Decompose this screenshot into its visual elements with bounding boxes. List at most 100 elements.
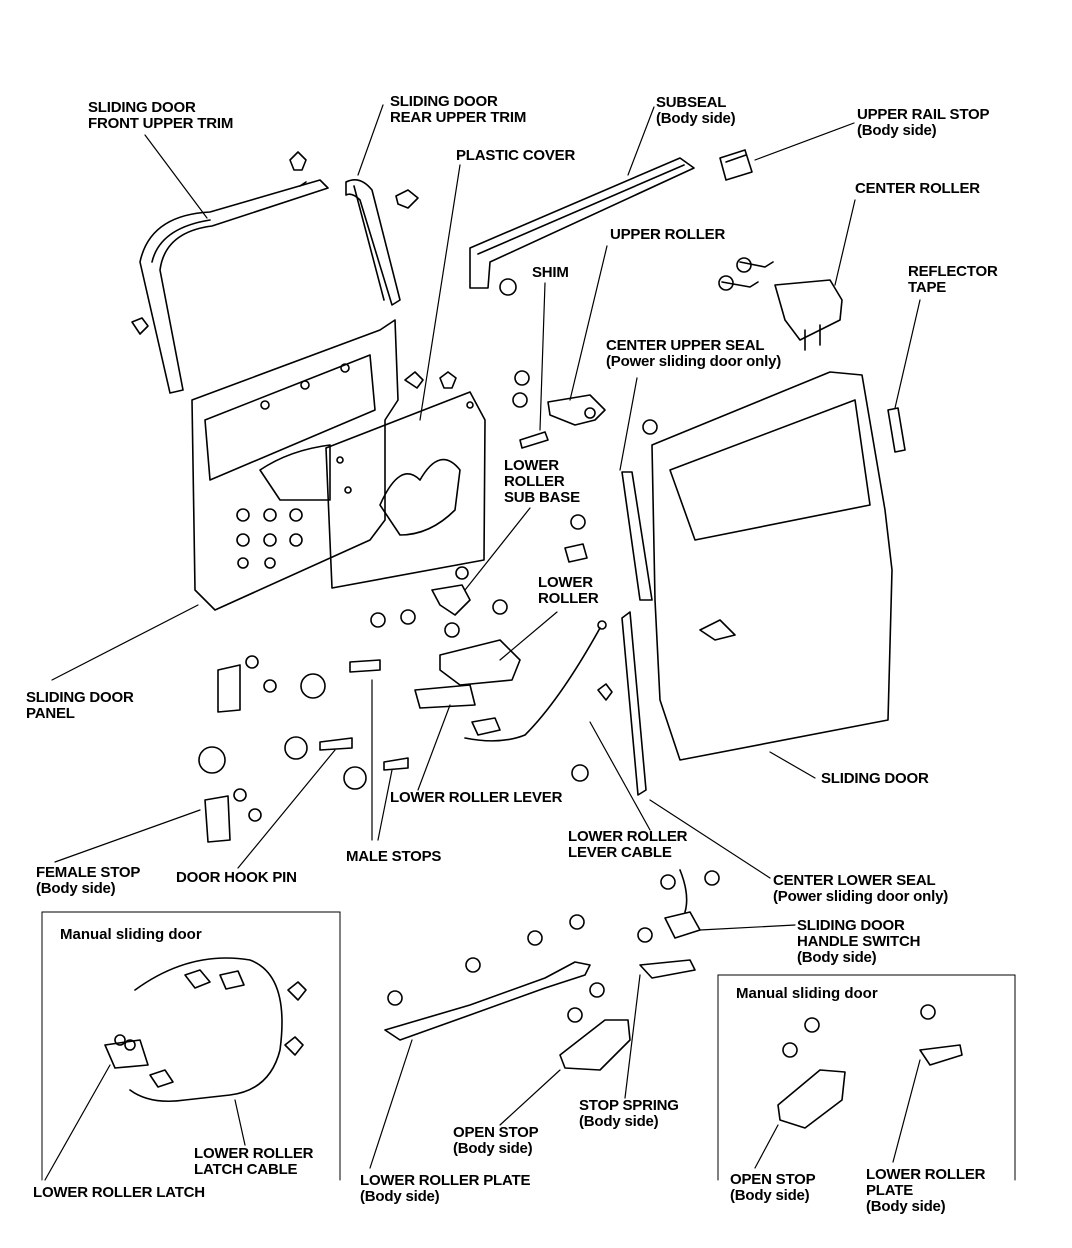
label-sliding-door-panel: SLIDING DOOR PANEL [26, 690, 134, 722]
label-line: (Body side) [656, 110, 736, 127]
upper-rail-stop-part [719, 149, 753, 181]
manual-left-title: Manual sliding door [60, 926, 202, 943]
label-line: UPPER ROLLER [610, 226, 726, 243]
label-lower-roller-lever-cable: LOWER ROLLER LEVER CABLE [568, 829, 687, 861]
label-lower-roller-plate-manual: LOWER ROLLER PLATE (Body side) [866, 1167, 985, 1215]
label-line: REAR UPPER TRIM [390, 109, 527, 126]
label-lower-roller-latch: LOWER ROLLER LATCH [33, 1185, 205, 1201]
label-sliding-door: SLIDING DOOR [821, 771, 929, 787]
label-line: ROLLER [538, 590, 599, 607]
label-line: SLIDING DOOR [390, 93, 498, 110]
label-line: UPPER RAIL STOP [857, 106, 990, 123]
label-line: (Body side) [36, 880, 116, 897]
label-line: LOWER ROLLER LATCH [33, 1184, 205, 1201]
rear-upper-trim-part [345, 179, 419, 306]
leader-lines [44, 104, 921, 1181]
label-rear-upper-trim: SLIDING DOOR REAR UPPER TRIM [390, 94, 526, 126]
label-line: OPEN STOP [453, 1124, 539, 1141]
label-line: (Body side) [797, 949, 877, 966]
manual-door-inset-right [717, 974, 1016, 1181]
label-line: (Body side) [360, 1188, 440, 1205]
label-line: MALE STOPS [346, 848, 442, 865]
label-line: SHIM [532, 264, 569, 281]
label-line: REFLECTOR [908, 263, 998, 280]
plastic-cover-part [325, 371, 486, 589]
label-line: HANDLE SWITCH [797, 933, 921, 950]
label-line: PANEL [26, 705, 75, 722]
label-line: LOWER ROLLER [866, 1166, 986, 1183]
label-line: (Power sliding door only) [606, 353, 782, 370]
label-line: CENTER ROLLER [855, 180, 980, 197]
label-shim: SHIM [532, 265, 569, 281]
label-open-stop-manual: OPEN STOP (Body side) [730, 1171, 816, 1204]
label-line: LOWER ROLLER [194, 1145, 314, 1162]
manual-door-inset-left [41, 911, 341, 1181]
label-line: DOOR HOOK PIN [176, 869, 297, 886]
center-lower-seal-part [621, 611, 647, 796]
sliding-door-panel-part [191, 319, 399, 611]
manual-left-parts [104, 957, 307, 1103]
reflector-tape-part [887, 407, 906, 453]
label-line: (Body side) [579, 1113, 659, 1130]
label-line: CENTER LOWER SEAL [773, 872, 936, 889]
label-upper-roller: UPPER ROLLER [610, 227, 725, 243]
label-line: LEVER CABLE [568, 844, 672, 861]
label-line: ROLLER [504, 473, 565, 490]
lower-roller-part [370, 514, 588, 709]
upper-roller-part [512, 370, 606, 449]
label-front-upper-trim: SLIDING DOOR FRONT UPPER TRIM [88, 100, 233, 132]
label-door-hook-pin: DOOR HOOK PIN [176, 870, 297, 886]
label-plastic-cover: PLASTIC COVER [456, 148, 575, 164]
label-line: (Body side) [730, 1187, 810, 1204]
manual-right-title: Manual sliding door [736, 985, 878, 1002]
label-male-stops: MALE STOPS [346, 849, 441, 865]
sliding-door-part [642, 371, 893, 761]
label-female-stop: FEMALE STOP (Body side) [36, 865, 140, 897]
lower-body-parts [384, 869, 720, 1071]
label-line: LOWER ROLLER [568, 828, 688, 845]
label-center-upper-seal: CENTER UPPER SEAL (Power sliding door on… [606, 338, 781, 370]
label-line: SLIDING DOOR [797, 917, 905, 934]
label-line: SUB BASE [504, 489, 580, 506]
label-line: STOP SPRING [579, 1097, 679, 1114]
label-line: (Body side) [453, 1140, 533, 1157]
label-line: LOWER [504, 457, 559, 474]
center-roller-part [718, 257, 843, 351]
label-line: LOWER ROLLER PLATE [360, 1172, 531, 1189]
center-upper-seal-part [621, 471, 653, 601]
label-line: TAPE [908, 279, 947, 296]
label-line: SLIDING DOOR [88, 99, 196, 116]
label-center-lower-seal: CENTER LOWER SEAL (Power sliding door on… [773, 873, 948, 905]
label-reflector-tape: REFLECTOR TAPE [908, 264, 998, 296]
label-subseal: SUBSEAL (Body side) [656, 94, 736, 127]
label-line: LATCH CABLE [194, 1161, 298, 1178]
label-lower-roller-plate: LOWER ROLLER PLATE (Body side) [360, 1173, 530, 1205]
label-lower-roller: LOWER ROLLER [538, 574, 599, 607]
lower-roller-lever-part [464, 620, 613, 782]
label-line: OPEN STOP [730, 1171, 816, 1188]
label-line: FEMALE STOP [36, 864, 141, 881]
label-line: LOWER ROLLER LEVER [390, 789, 563, 806]
label-lower-roller-sub-base: LOWER ROLLER SUB BASE [504, 458, 580, 506]
subseal-part [469, 157, 695, 296]
label-line: CENTER UPPER SEAL [606, 337, 765, 354]
label-handle-switch: SLIDING DOOR HANDLE SWITCH (Body side) [797, 918, 920, 966]
label-line: SLIDING DOOR [821, 770, 929, 787]
label-upper-rail-stop: UPPER RAIL STOP (Body side) [857, 106, 990, 139]
label-line: PLATE [866, 1182, 914, 1199]
label-line: (Power sliding door only) [773, 888, 949, 905]
label-open-stop: OPEN STOP (Body side) [453, 1124, 539, 1157]
label-line: PLASTIC COVER [456, 147, 576, 164]
manual-right-parts [777, 1004, 963, 1129]
label-line: SLIDING DOOR [26, 689, 134, 706]
label-line: (Body side) [857, 122, 937, 139]
label-line: LOWER [538, 574, 593, 591]
label-lower-roller-lever: LOWER ROLLER LEVER [390, 790, 562, 806]
label-line: (Body side) [866, 1198, 946, 1215]
front-upper-trim-part [131, 151, 329, 394]
label-line: FRONT UPPER TRIM [88, 115, 234, 132]
label-line: SUBSEAL [656, 94, 727, 111]
label-center-roller: CENTER ROLLER [855, 181, 980, 197]
